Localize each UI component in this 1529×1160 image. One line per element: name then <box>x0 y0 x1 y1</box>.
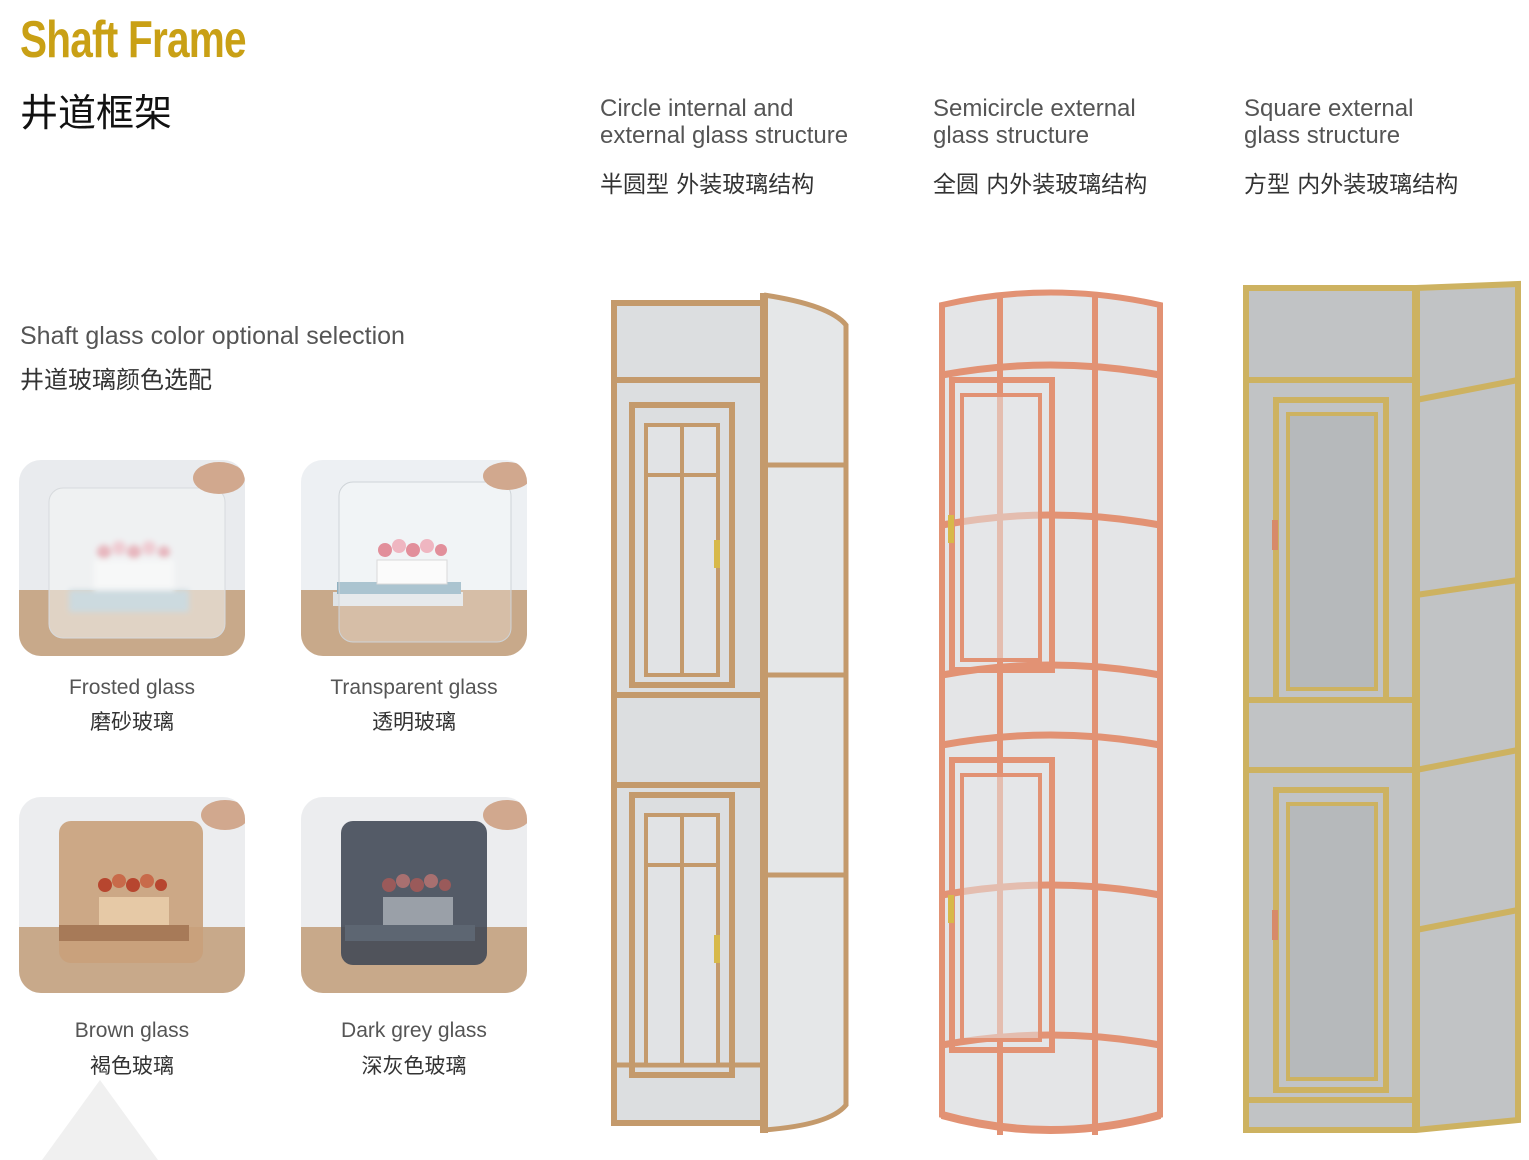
transparent-glass-image <box>301 460 527 656</box>
structure-3-title-line2: glass structure <box>1244 122 1401 149</box>
structure-3-title-line1: Square external <box>1244 95 1414 122</box>
structure-1-title: Circle internal and external glass struc… <box>600 95 848 149</box>
dark-grey-glass-image <box>301 797 527 993</box>
glass-section-title: Shaft glass color optional selection <box>20 322 405 350</box>
structure-2-title-line2: glass structure <box>933 122 1090 149</box>
frosted-glass-image <box>19 460 245 656</box>
glass-section-title-cn: 井道玻璃颜色选配 <box>20 366 212 394</box>
transparent-glass-label: Transparent glass <box>330 676 498 699</box>
page-title: Shaft Frame <box>20 11 247 69</box>
page-title-cn: 井道框架 <box>20 91 173 135</box>
square-shaft-illustration <box>1243 280 1521 1133</box>
dark-grey-glass-label-cn: 深灰色玻璃 <box>361 1054 467 1078</box>
dark-grey-glass-label: Dark grey glass <box>341 1019 487 1042</box>
brown-glass-label: Brown glass <box>74 1019 190 1042</box>
frosted-glass-label-cn: 磨砂玻璃 <box>90 710 174 734</box>
structure-3-title: Square external glass structure <box>1244 95 1413 149</box>
brown-glass-image <box>19 797 245 993</box>
structure-3-title-cn: 方型 内外装玻璃结构 <box>1244 172 1459 198</box>
structure-2-title-cn: 全圆 内外装玻璃结构 <box>933 172 1148 198</box>
brown-glass-label-cn: 褐色玻璃 <box>90 1054 174 1078</box>
watermark-triangle <box>42 1080 158 1160</box>
transparent-glass-label-cn: 透明玻璃 <box>372 710 456 734</box>
structure-2-title: Semicircle external glass structure <box>933 95 1136 149</box>
semicircle-shaft-illustration <box>939 289 1163 1135</box>
frosted-glass-label: Frosted glass <box>68 676 196 699</box>
structure-1-title-line2: external glass structure <box>600 122 849 149</box>
circle-shaft-illustration <box>611 292 849 1133</box>
structure-2-title-line1: Semicircle external <box>933 95 1136 122</box>
structure-1-title-cn: 半圆型 外装玻璃结构 <box>600 172 815 198</box>
structure-1-title-line1: Circle internal and <box>600 95 794 122</box>
